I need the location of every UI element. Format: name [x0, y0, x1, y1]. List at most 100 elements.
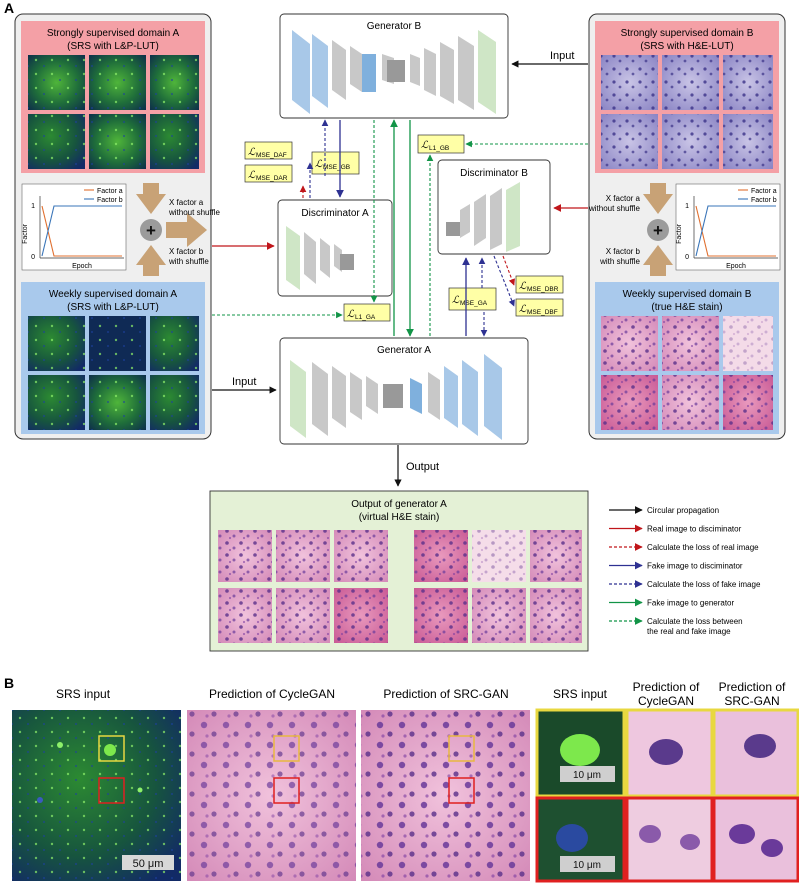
- legend-item: Fake image to generator: [609, 599, 734, 608]
- svg-text:Prediction of: Prediction of: [719, 680, 786, 694]
- svg-text:MSE_DBF: MSE_DBF: [527, 309, 558, 316]
- domain-b-weak-title: Weekly supervised domain B: [623, 289, 752, 300]
- generator-a-title: Generator A: [377, 345, 431, 356]
- svg-text:Prediction of: Prediction of: [633, 680, 700, 694]
- panel-b: SRS input Prediction of CycleGAN Predict…: [12, 680, 786, 881]
- factor-plot-b: 1 0 Factor Epoch Factor a Factor b: [676, 184, 780, 270]
- svg-text:Factor: Factor: [676, 223, 683, 244]
- legend-item: Calculate the loss of fake image: [609, 580, 761, 589]
- srs-input-label: SRS input: [56, 687, 111, 701]
- svg-text:ℒ: ℒ: [315, 159, 323, 170]
- domain-b-weak-subtitle: (true H&E stain): [651, 302, 722, 313]
- input-label-a: Input: [232, 376, 256, 388]
- svg-text:0: 0: [31, 254, 35, 261]
- legend-item: Circular propagation: [609, 506, 719, 515]
- pred-cyclegan-label: Prediction of CycleGAN: [209, 687, 335, 701]
- svg-text:X factor b: X factor b: [606, 247, 641, 256]
- svg-text:ℒ: ℒ: [248, 170, 256, 181]
- svg-text:ℒ: ℒ: [452, 295, 460, 306]
- loss-l1-ga: ℒ L1_GA: [344, 304, 390, 321]
- arrow-legend: Circular propagationReal image to discim…: [609, 506, 761, 636]
- svg-text:ℒ: ℒ: [519, 281, 527, 292]
- svg-text:MSE_DBR: MSE_DBR: [527, 286, 559, 293]
- svg-text:ℒ: ℒ: [519, 304, 527, 315]
- domain-b-strong-subtitle: (SRS with H&E-LUT): [640, 41, 733, 52]
- loss-mse-ga: ℒ MSE_GA: [449, 288, 496, 310]
- mixing-arrows-b: +: [643, 183, 673, 276]
- svg-text:X factor a: X factor a: [606, 194, 641, 203]
- svg-text:with shuffle: with shuffle: [168, 257, 209, 266]
- svg-text:ℒ: ℒ: [421, 140, 429, 151]
- factor-plot-a: 1 0 Factor Epoch Factor a Factor b: [22, 184, 126, 270]
- svg-text:without shuffle: without shuffle: [168, 208, 221, 217]
- svg-text:ℒ: ℒ: [347, 309, 355, 320]
- svg-text:CycleGAN: CycleGAN: [638, 694, 694, 708]
- svg-text:ℒ: ℒ: [248, 147, 256, 158]
- svg-text:Factor b: Factor b: [751, 197, 777, 204]
- svg-text:X factor a: X factor a: [169, 198, 204, 207]
- legend-item: Calculate the loss of real image: [609, 543, 759, 552]
- output-label: Output: [406, 461, 439, 473]
- legend-label: Calculate the loss of real image: [647, 543, 759, 552]
- legend-label: Fake image to generator: [647, 599, 734, 608]
- loss-l1-gb: ℒ L1_GB: [418, 135, 464, 153]
- svg-text:without shuffle: without shuffle: [588, 204, 641, 213]
- svg-text:L1_GB: L1_GB: [429, 145, 449, 152]
- svg-text:with shuffle: with shuffle: [599, 257, 640, 266]
- legend-label: Real image to disciminator: [647, 525, 742, 534]
- loss-mse-daf: ℒ MSE_DAF: [245, 142, 292, 159]
- domain-a-weak-subtitle: (SRS with L&P-LUT): [67, 302, 159, 313]
- svg-text:MSE_GA: MSE_GA: [460, 300, 488, 307]
- svg-text:MSE_DAF: MSE_DAF: [256, 152, 287, 159]
- svg-text:1: 1: [685, 203, 689, 210]
- panel-label-a: A: [4, 0, 14, 16]
- discriminator-a: Discriminator A: [278, 200, 392, 296]
- input-label-b: Input: [550, 50, 574, 62]
- svg-text:Factor a: Factor a: [97, 188, 123, 195]
- svg-text:Epoch: Epoch: [726, 263, 746, 270]
- legend-label: Calculate the loss between: [647, 617, 743, 626]
- discriminator-b-title: Discriminator B: [460, 168, 528, 179]
- loss-mse-dbf: ℒ MSE_DBF: [516, 299, 563, 316]
- svg-text:L1_GA: L1_GA: [355, 314, 376, 321]
- loss-mse-dbr: ℒ MSE_DBR: [516, 276, 563, 293]
- output-box: Output of generator A (virtual H&E stain…: [210, 491, 588, 651]
- svg-text:SRC-GAN: SRC-GAN: [724, 694, 779, 708]
- generator-b-title: Generator B: [367, 21, 422, 32]
- legend-label-line2: the real and fake image: [647, 627, 731, 636]
- legend-label: Fake image to disciminator: [647, 562, 743, 571]
- svg-text:MSE_GB: MSE_GB: [323, 164, 350, 171]
- pred-srcgan-label: Prediction of SRC-GAN: [383, 687, 508, 701]
- scale-bar-50: 50 μm: [133, 858, 164, 870]
- plus-icon-a: +: [146, 221, 156, 240]
- svg-text:Factor: Factor: [22, 223, 29, 244]
- srs-input-image: 50 μm: [12, 710, 181, 881]
- discriminator-b: Discriminator B: [438, 160, 550, 254]
- legend-item: Real image to disciminator: [609, 525, 742, 534]
- loss-mse-gb: ℒ MSE_GB: [312, 152, 359, 174]
- plus-icon-b: +: [653, 221, 663, 240]
- svg-text:Factor b: Factor b: [97, 197, 123, 204]
- loss-mse-dar: ℒ MSE_DAR: [245, 165, 292, 182]
- svg-text:1: 1: [31, 203, 35, 210]
- domain-a-strong-title: Strongly supervised domain A: [47, 28, 180, 39]
- svg-text:MSE_DAR: MSE_DAR: [256, 175, 288, 182]
- svg-text:Epoch: Epoch: [72, 263, 92, 270]
- panel-label-b: B: [4, 675, 14, 691]
- domain-b-panel: Strongly supervised domain B (SRS with H…: [588, 14, 785, 439]
- domain-b-strong-title: Strongly supervised domain B: [621, 28, 754, 39]
- output-box-subtitle: (virtual H&E stain): [359, 512, 440, 523]
- domain-a-panel: Strongly supervised domain A (SRS with L…: [15, 14, 221, 439]
- output-box-title: Output of generator A: [351, 499, 447, 510]
- legend-label: Circular propagation: [647, 506, 719, 515]
- generator-b: Generator B: [280, 14, 508, 118]
- domain-a-weak-title: Weekly supervised domain A: [49, 289, 178, 300]
- generator-a: Generator A: [280, 338, 528, 444]
- srs-input-small-label: SRS input: [553, 687, 608, 701]
- discriminator-a-title: Discriminator A: [301, 208, 369, 219]
- svg-text:0: 0: [685, 254, 689, 261]
- svg-text:Factor a: Factor a: [751, 188, 777, 195]
- domain-a-strong-subtitle: (SRS with L&P-LUT): [67, 41, 159, 52]
